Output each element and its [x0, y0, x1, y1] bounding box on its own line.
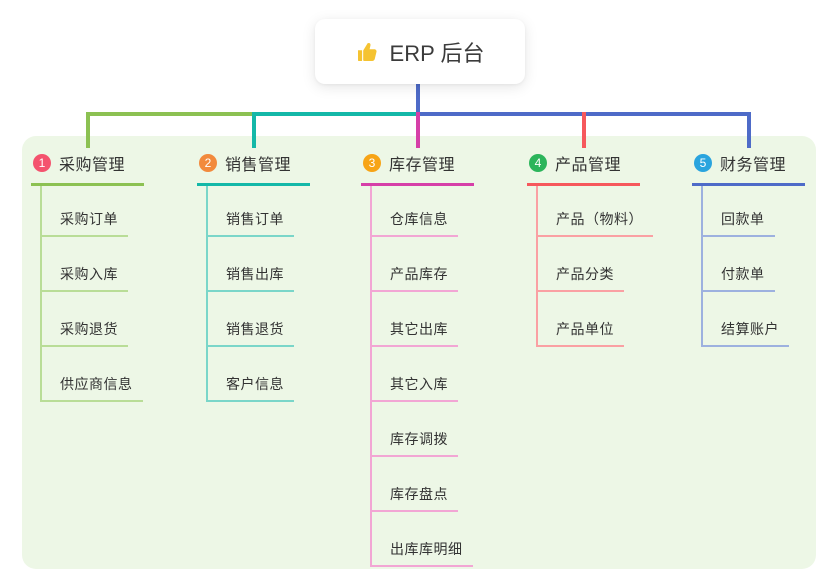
child-node-row: 销售退货	[208, 292, 310, 347]
child-node[interactable]: 产品单位	[538, 319, 624, 347]
child-node-row: 采购退货	[42, 292, 144, 347]
branch-number-badge: 5	[694, 154, 712, 172]
child-node-row: 其它出库	[372, 292, 474, 347]
branch-node[interactable]: 2 销售管理	[197, 146, 310, 186]
branch-4: 4 产品管理产品（物料） 产品分类产品单位	[527, 146, 653, 347]
root-label: ERP 后台	[389, 40, 485, 66]
child-node[interactable]: 销售出库	[208, 264, 294, 292]
connector-drop-branch-3	[415, 112, 420, 148]
root-node[interactable]: ERP 后台	[315, 19, 525, 84]
child-node[interactable]: 产品分类	[538, 264, 624, 292]
child-node[interactable]: 销售订单	[208, 209, 294, 237]
branch-children: 销售订单销售出库销售退货客户信息	[206, 186, 310, 402]
connector-drop-branch-2	[251, 112, 256, 148]
branch-number-badge: 1	[33, 154, 51, 172]
child-node-row: 产品单位	[538, 292, 640, 347]
child-node-row: 结算账户	[703, 292, 805, 347]
connector-drop-branch-5	[746, 112, 751, 148]
branch-3: 3 库存管理仓库信息产品库存其它出库其它入库库存调拨库存盘点出库库明细	[361, 146, 474, 567]
child-node[interactable]: 出库库明细	[372, 539, 473, 567]
child-node[interactable]: 供应商信息	[42, 374, 143, 402]
child-node[interactable]: 仓库信息	[372, 209, 458, 237]
branch-label: 采购管理	[59, 157, 126, 174]
thumbs-up-icon	[356, 40, 380, 64]
child-node[interactable]: 回款单	[703, 209, 775, 237]
branch-children: 仓库信息产品库存其它出库其它入库库存调拨库存盘点出库库明细	[370, 186, 474, 567]
branch-node[interactable]: 1 采购管理	[31, 146, 144, 186]
branch-number-badge: 3	[363, 154, 381, 172]
child-node[interactable]: 销售退货	[208, 319, 294, 347]
mindmap-panel	[22, 136, 816, 569]
branch-node[interactable]: 5 财务管理	[692, 146, 805, 186]
child-node-row: 采购入库	[42, 237, 144, 292]
child-node[interactable]: 客户信息	[208, 374, 294, 402]
child-node[interactable]: 库存调拨	[372, 429, 458, 457]
child-node[interactable]: 其它出库	[372, 319, 458, 347]
child-node[interactable]: 其它入库	[372, 374, 458, 402]
child-node-row: 供应商信息	[42, 347, 144, 402]
child-node-row: 产品（物料）	[538, 186, 653, 237]
child-node-row: 库存调拨	[372, 402, 474, 457]
child-node[interactable]: 采购订单	[42, 209, 128, 237]
branch-children: 回款单付款单结算账户	[701, 186, 805, 347]
branch-children: 采购订单采购入库采购退货供应商信息	[40, 186, 144, 402]
branch-label: 产品管理	[555, 157, 622, 174]
connector-root-stem	[415, 84, 420, 116]
branch-label: 财务管理	[720, 157, 787, 174]
connector-bus-middle	[251, 112, 418, 116]
branch-2: 2 销售管理销售订单销售出库销售退货客户信息	[197, 146, 310, 402]
child-node-row: 采购订单	[42, 186, 144, 237]
branch-1: 1 采购管理采购订单采购入库采购退货供应商信息	[31, 146, 144, 402]
connector-drop-branch-1	[85, 112, 90, 148]
child-node-row: 销售出库	[208, 237, 310, 292]
child-node-row: 产品分类	[538, 237, 640, 292]
child-node[interactable]: 采购退货	[42, 319, 128, 347]
branch-number-badge: 4	[529, 154, 547, 172]
child-node-row: 库存盘点	[372, 457, 474, 512]
child-node-row: 客户信息	[208, 347, 310, 402]
child-node[interactable]: 结算账户	[703, 319, 789, 347]
child-node[interactable]: 付款单	[703, 264, 775, 292]
connector-drop-branch-4	[581, 112, 586, 148]
child-node-row: 出库库明细	[372, 512, 474, 567]
branch-label: 销售管理	[225, 157, 292, 174]
child-node-row: 仓库信息	[372, 186, 474, 237]
branch-5: 5 财务管理回款单付款单结算账户	[692, 146, 805, 347]
branch-node[interactable]: 3 库存管理	[361, 146, 474, 186]
child-node-row: 回款单	[703, 186, 805, 237]
child-node[interactable]: 产品库存	[372, 264, 458, 292]
child-node[interactable]: 采购入库	[42, 264, 128, 292]
child-node-row: 其它入库	[372, 347, 474, 402]
child-node-row: 销售订单	[208, 186, 310, 237]
child-node-row: 付款单	[703, 237, 805, 292]
child-node[interactable]: 产品（物料）	[538, 209, 653, 237]
branch-children: 产品（物料） 产品分类产品单位	[536, 186, 653, 347]
branch-number-badge: 2	[199, 154, 217, 172]
child-node-row: 产品库存	[372, 237, 474, 292]
child-node[interactable]: 库存盘点	[372, 484, 458, 512]
connector-bus-left	[85, 112, 254, 116]
branch-label: 库存管理	[389, 157, 456, 174]
branch-node[interactable]: 4 产品管理	[527, 146, 640, 186]
